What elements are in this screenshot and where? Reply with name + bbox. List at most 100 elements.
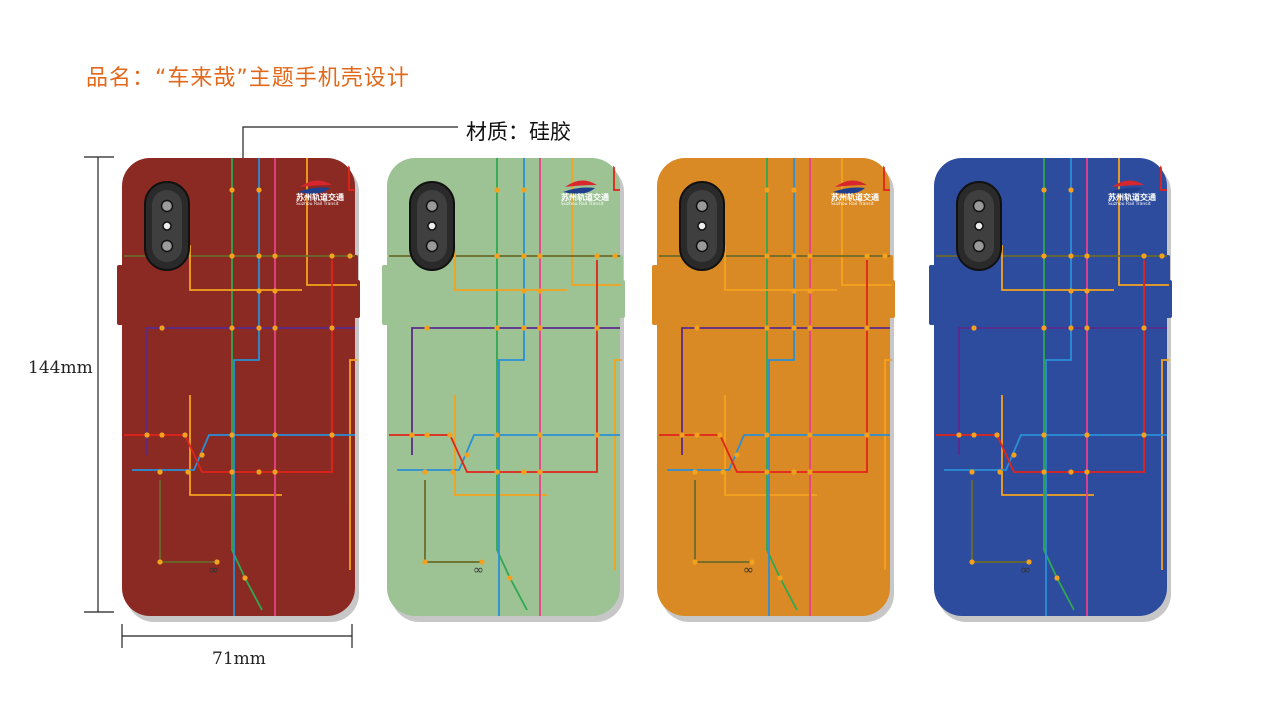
station-dot bbox=[424, 325, 430, 331]
logo-name: 苏州轨道交通 bbox=[296, 193, 344, 202]
station-dot bbox=[1084, 432, 1090, 438]
phone-case-illustration bbox=[117, 158, 360, 622]
station-dot bbox=[272, 325, 278, 331]
station-dot bbox=[256, 187, 262, 193]
flash-icon bbox=[697, 221, 707, 231]
station-dot bbox=[256, 469, 262, 475]
station-dot bbox=[272, 469, 278, 475]
station-dot bbox=[256, 253, 262, 259]
station-dot bbox=[272, 253, 278, 259]
station-dot bbox=[971, 325, 977, 331]
side-button bbox=[929, 265, 935, 325]
station-dot bbox=[1084, 288, 1090, 294]
logo-subtitle: Suzhou Rail Transit bbox=[831, 202, 874, 207]
camera-lens-icon bbox=[972, 199, 986, 213]
station-dot bbox=[1141, 325, 1147, 331]
station-dot bbox=[864, 325, 870, 331]
station-dot bbox=[1141, 253, 1147, 259]
station-dot bbox=[494, 432, 500, 438]
logo-name: 苏州轨道交通 bbox=[1108, 193, 1156, 202]
station-dot bbox=[717, 432, 723, 438]
metro-line-purple bbox=[958, 327, 1167, 455]
station-dot bbox=[464, 452, 470, 458]
metro-line-purple bbox=[681, 327, 890, 455]
station-dot bbox=[229, 469, 235, 475]
station-dot bbox=[1041, 325, 1047, 331]
metro-line-orange bbox=[1001, 395, 1094, 496]
station-dot bbox=[157, 559, 163, 565]
metro-map bbox=[659, 158, 892, 616]
station-dot bbox=[144, 432, 150, 438]
station-dot bbox=[807, 432, 813, 438]
width-dimension: 71mm bbox=[212, 649, 266, 669]
station-dot bbox=[256, 325, 262, 331]
side-button bbox=[382, 265, 388, 325]
camera-lens-icon bbox=[972, 239, 986, 253]
side-button bbox=[117, 265, 123, 325]
station-dot bbox=[185, 469, 191, 475]
phone-case-illustration bbox=[929, 158, 1172, 622]
metro-line-orange bbox=[189, 245, 302, 291]
station-dot bbox=[329, 325, 335, 331]
case-body bbox=[122, 158, 355, 616]
station-dot bbox=[1041, 253, 1047, 259]
station-dot bbox=[229, 187, 235, 193]
logo-subtitle: Suzhou Rail Transit bbox=[296, 202, 339, 207]
station-dot bbox=[409, 432, 415, 438]
metro-line-green bbox=[1043, 158, 1075, 611]
metro-line-purple bbox=[146, 327, 355, 455]
station-dot bbox=[791, 187, 797, 193]
metro-logo-icon bbox=[298, 180, 332, 194]
metro-map bbox=[124, 158, 357, 616]
station-dot bbox=[424, 432, 430, 438]
station-dot bbox=[1084, 469, 1090, 475]
case-body bbox=[387, 158, 620, 616]
station-dot bbox=[594, 325, 600, 331]
station-dot bbox=[199, 452, 205, 458]
station-dot bbox=[1041, 187, 1047, 193]
metro-line-orange bbox=[454, 245, 567, 291]
metro-line-orange bbox=[454, 395, 547, 496]
station-dot bbox=[214, 559, 220, 565]
metro-line-purple bbox=[411, 327, 620, 455]
station-dot bbox=[229, 325, 235, 331]
station-dot bbox=[612, 253, 618, 259]
logo-subtitle: Suzhou Rail Transit bbox=[561, 202, 604, 207]
metro-logo-icon bbox=[1110, 180, 1144, 194]
camera-lens-icon bbox=[695, 199, 709, 213]
metro-line-orange bbox=[306, 158, 357, 570]
station-dot bbox=[422, 469, 428, 475]
material-label: 材质：硅胶 bbox=[466, 120, 571, 144]
flash-icon bbox=[427, 221, 437, 231]
station-dot bbox=[272, 288, 278, 294]
camera-lens-icon bbox=[160, 199, 174, 213]
logo-subtitle: Suzhou Rail Transit bbox=[1108, 202, 1151, 207]
station-dot bbox=[1068, 253, 1074, 259]
station-dot bbox=[971, 432, 977, 438]
station-dot bbox=[764, 253, 770, 259]
station-dot bbox=[969, 469, 975, 475]
station-dot bbox=[242, 575, 248, 581]
station-dot bbox=[521, 469, 527, 475]
station-dot bbox=[537, 432, 543, 438]
station-dot bbox=[1054, 575, 1060, 581]
station-dot bbox=[1084, 253, 1090, 259]
station-dot bbox=[997, 469, 1003, 475]
camera-lens-icon bbox=[425, 239, 439, 253]
station-dot bbox=[1041, 432, 1047, 438]
station-dot bbox=[791, 288, 797, 294]
station-dot bbox=[494, 469, 500, 475]
station-dot bbox=[956, 432, 962, 438]
station-dot bbox=[256, 288, 262, 294]
station-dot bbox=[720, 469, 726, 475]
case-body bbox=[934, 158, 1167, 616]
metro-line-green bbox=[766, 158, 798, 611]
station-dot bbox=[594, 432, 600, 438]
flash-icon bbox=[974, 221, 984, 231]
station-dot bbox=[679, 432, 685, 438]
station-dot bbox=[994, 432, 1000, 438]
infinity-glyph: ∞ bbox=[473, 563, 484, 578]
phone-case-illustration bbox=[652, 158, 895, 622]
logo-name: 苏州轨道交通 bbox=[831, 193, 879, 202]
station-dot bbox=[764, 469, 770, 475]
